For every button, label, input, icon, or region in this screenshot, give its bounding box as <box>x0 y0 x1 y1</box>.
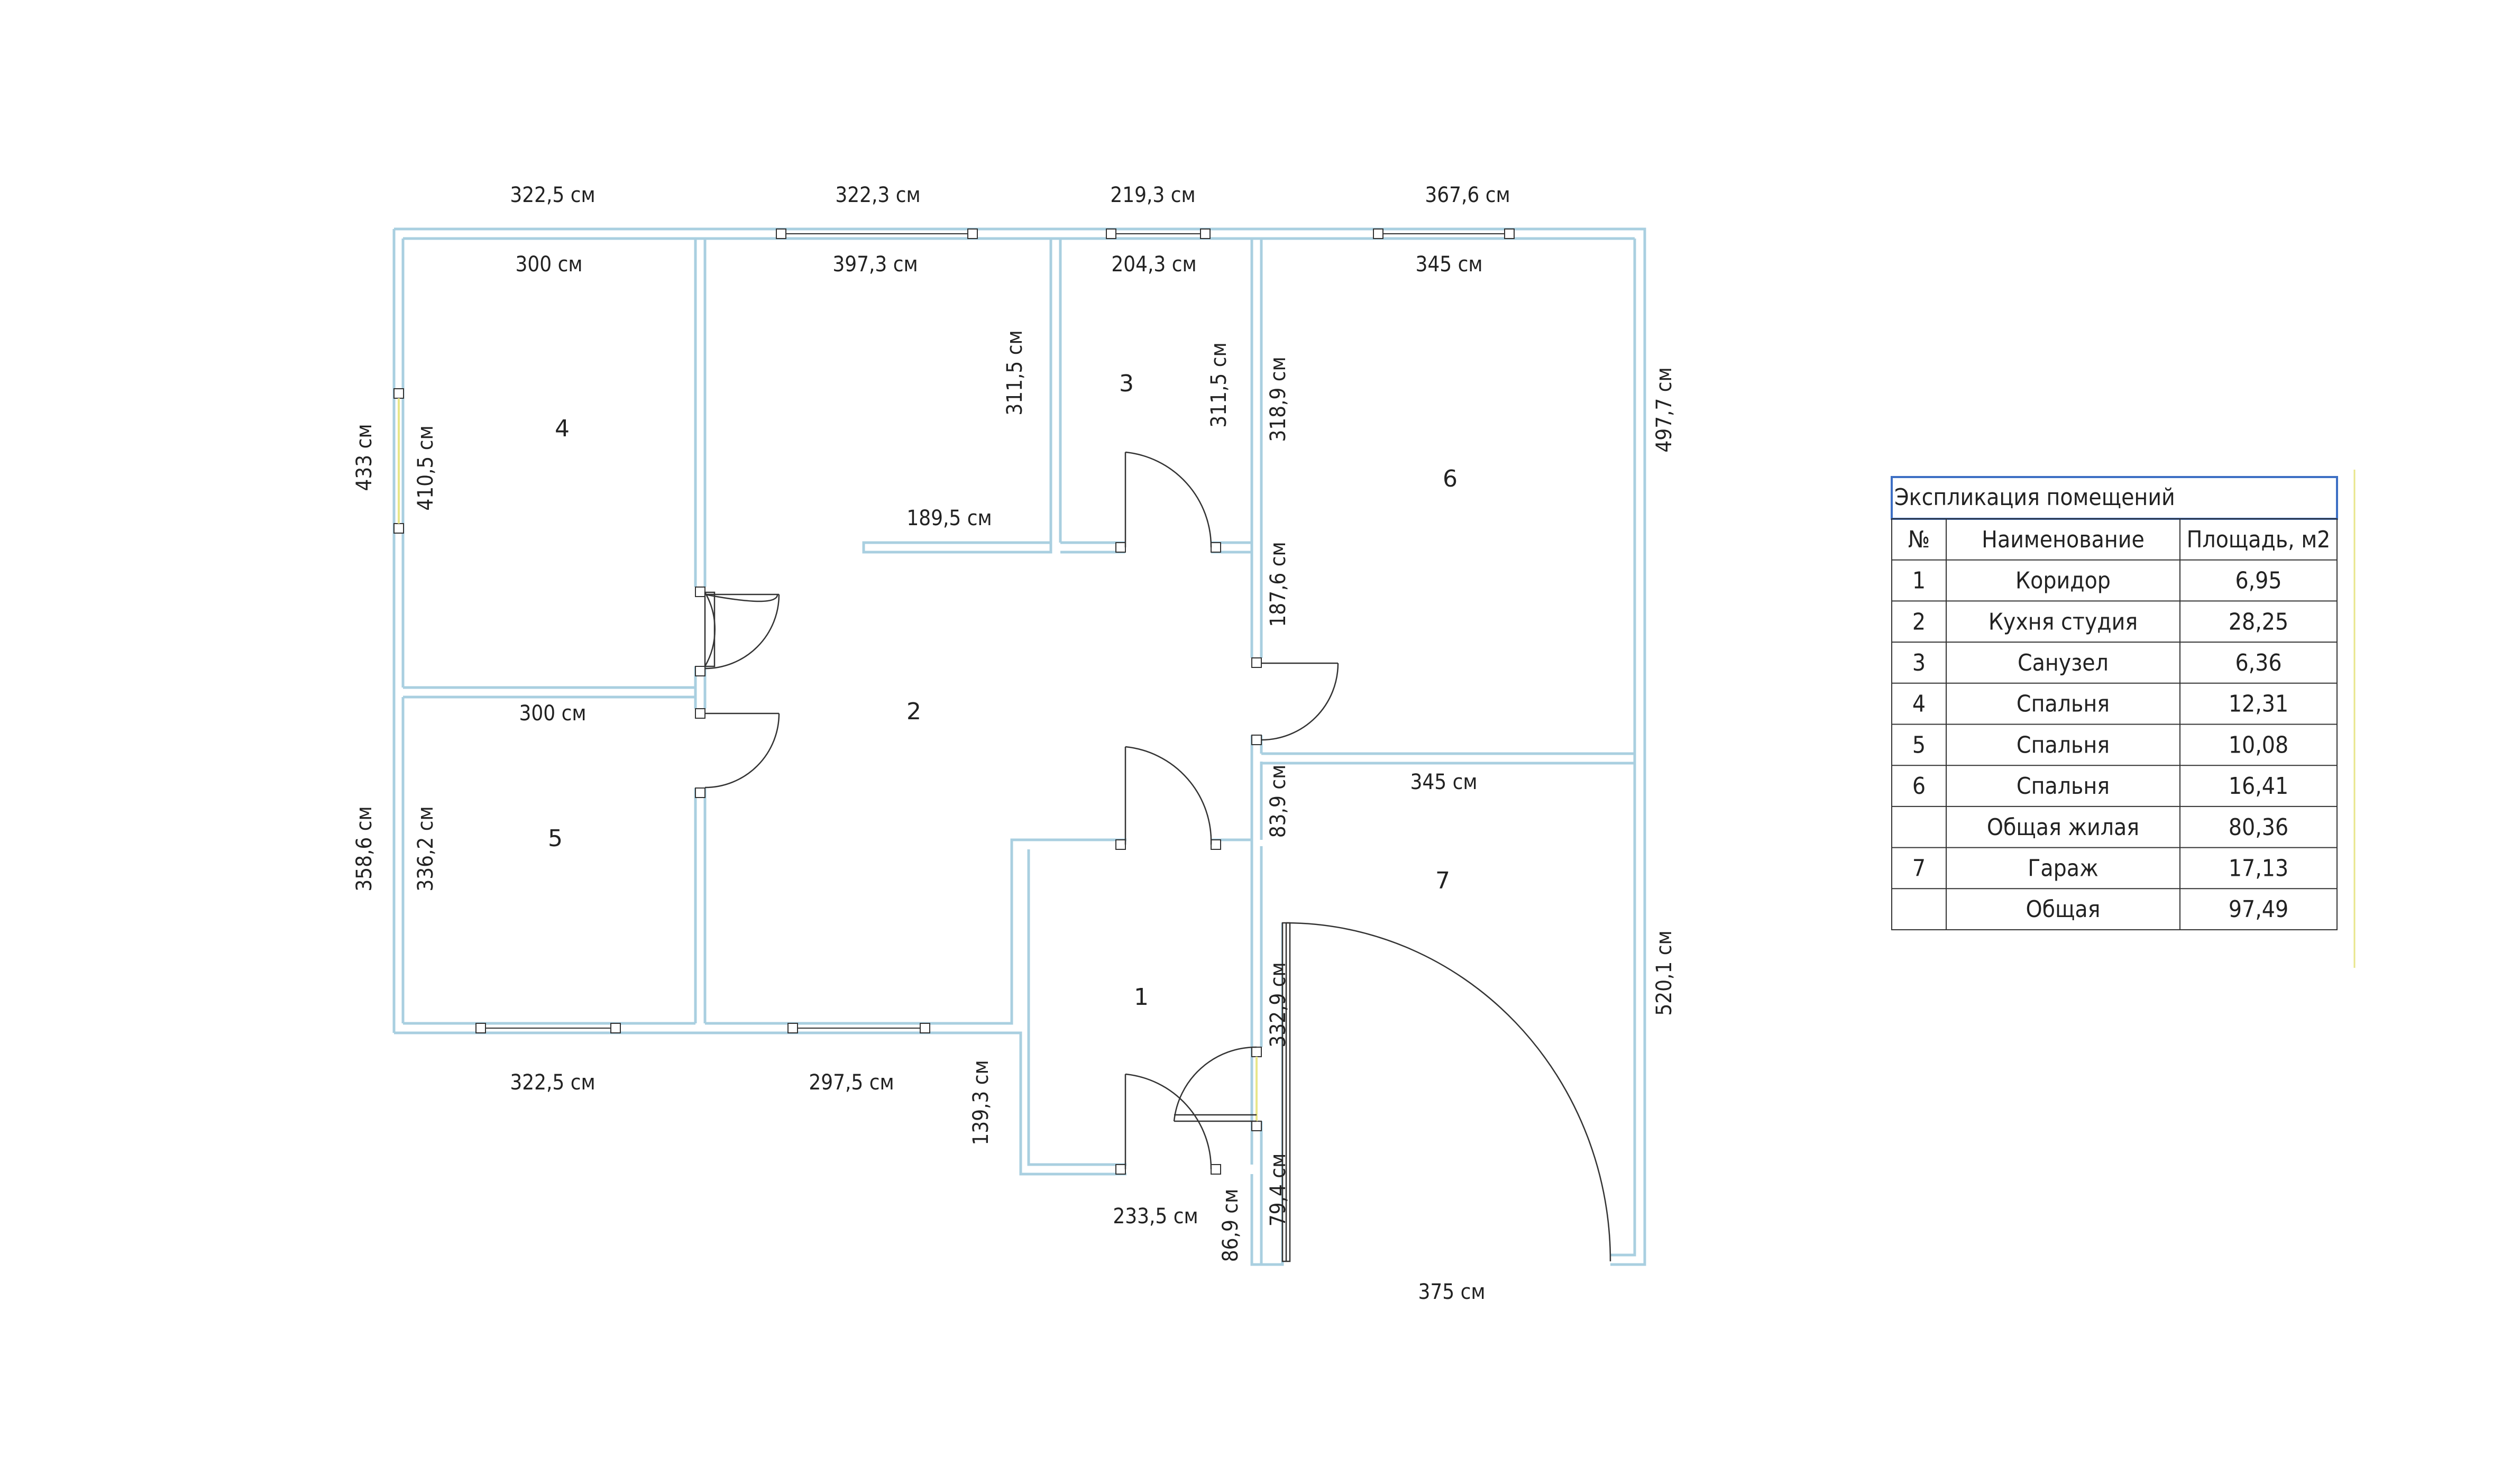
table-cell-no: 6 <box>1912 773 1926 800</box>
outer-wall-bottom <box>394 1031 1126 1176</box>
room-number-4: 4 <box>555 415 570 442</box>
table-cell-no: 3 <box>1912 649 1926 676</box>
table-cell-no: 4 <box>1912 691 1926 718</box>
dim-room3-height: 311,5 см <box>1207 342 1231 427</box>
dim-right-upper: 497,7 см <box>1652 367 1676 452</box>
dim-room5-height: 336,2 см <box>414 806 438 891</box>
table-cell-area: 6,36 <box>2235 649 2281 676</box>
table-cell-area: 6,95 <box>2235 567 2281 594</box>
room-number-7: 7 <box>1435 867 1450 894</box>
room-numbers: 1 2 3 4 5 6 7 <box>548 370 1458 1011</box>
table-grid <box>1891 518 2338 930</box>
table-cell-no: 5 <box>1912 731 1926 758</box>
table-cell-area: 16,41 <box>2229 773 2288 800</box>
dim-bottom-garage: 375 см <box>1418 1280 1485 1304</box>
room-number-6: 6 <box>1443 465 1458 492</box>
table-cell-area: 97,49 <box>2229 896 2288 923</box>
wall-3-right <box>1250 239 1263 658</box>
room-number-2: 2 <box>906 698 921 725</box>
table-cell-area: 28,25 <box>2229 608 2288 635</box>
outer-dimensions: 322,5 см 322,3 см 219,3 см 367,6 см 433 … <box>352 183 1676 1304</box>
dim-room5-width: 300 см <box>519 701 586 726</box>
table-cell-name: Коридор <box>2015 567 2111 594</box>
dim-top-3: 219,3 см <box>1110 183 1195 207</box>
dim-room7-width: 345 см <box>1410 770 1477 794</box>
table-cell-name: Кухня студия <box>1988 608 2138 635</box>
dim-left-upper: 433 см <box>352 424 377 491</box>
wall-3-left <box>1049 239 1062 543</box>
inner-wall-bottom <box>403 838 1126 1166</box>
table-title: Экспликация помещений <box>1894 484 2175 511</box>
dim-right-lower: 520,1 см <box>1652 930 1676 1015</box>
doors <box>704 451 1611 1262</box>
explication-table: Экспликация помещений № Наименование Площа… <box>1891 476 2338 930</box>
wall-garage-right <box>1610 239 1636 1257</box>
table-cell-name: Санузел <box>2018 649 2109 676</box>
table-header-area: Площадь, м2 <box>2187 526 2331 553</box>
table-cell-no: 2 <box>1912 608 1926 635</box>
table-cell-area: 10,08 <box>2229 731 2288 758</box>
table-cell-name: Спальня <box>2017 731 2110 758</box>
dim-left-lower: 358,6 см <box>352 806 377 891</box>
room-number-3: 3 <box>1119 370 1134 397</box>
dim-room4-height: 410,5 см <box>414 425 438 510</box>
table-cell-no: 7 <box>1912 855 1926 882</box>
dim-bottom-2: 297,5 см <box>809 1070 894 1095</box>
wall-1-right <box>1250 763 1284 1266</box>
dim-room6-width: 345 см <box>1415 252 1482 277</box>
wall-2-partition <box>862 541 1052 554</box>
table-cell-no: 1 <box>1912 567 1926 594</box>
table-cell-name: Общая жилая <box>1987 814 2139 841</box>
table-cell-name: Общая <box>2026 896 2101 923</box>
dim-top-2: 322,3 см <box>835 183 920 207</box>
table-header-no: № <box>1908 526 1930 553</box>
dim-room2-partition-height: 311,5 см <box>1003 330 1027 415</box>
dim-top-1: 322,5 см <box>510 183 595 207</box>
dim-room6-height-lower: 187,6 см <box>1266 542 1290 627</box>
room-number-5: 5 <box>548 825 563 852</box>
dim-stub-bottom: 86,9 см <box>1218 1189 1243 1262</box>
dim-room3-width: 204,3 см <box>1111 252 1196 277</box>
table-cell-area: 12,31 <box>2229 691 2288 718</box>
room-number-1: 1 <box>1134 984 1149 1011</box>
dim-garage-wall-upper: 83,9 см <box>1266 765 1290 838</box>
wall-6-left <box>1250 552 1263 840</box>
inner-dimensions: 300 см 410,5 см 397,3 см 311,5 см 189,5 … <box>414 252 1483 1226</box>
table-cell-name: Спальня <box>2017 773 2110 800</box>
table-cell-name: Гараж <box>2028 855 2098 882</box>
wall-3-bottom <box>1060 541 1253 554</box>
walls <box>392 227 1646 1266</box>
dim-bottom-1: 322,5 см <box>510 1070 595 1095</box>
dim-room2-partition-width: 189,5 см <box>906 506 992 530</box>
table-cell-area: 17,13 <box>2229 855 2288 882</box>
dim-garage-wall-mid: 332,9 см <box>1266 962 1290 1047</box>
dim-room2-width: 397,3 см <box>832 252 918 277</box>
dim-bottom-3: 233,5 см <box>1113 1204 1198 1229</box>
dim-top-4: 367,6 см <box>1425 183 1510 207</box>
dim-room6-height-upper: 318,9 см <box>1266 356 1290 442</box>
dim-room4-width: 300 см <box>515 252 582 277</box>
dim-garage-wall-lower: 79,4 см <box>1266 1153 1290 1226</box>
dim-vestibule-left: 139,3 см <box>969 1060 993 1145</box>
table-cells: № Наименование Площадь, м2 1 Коридор 6,95 2 Кух… <box>1908 526 2330 923</box>
table-cell-name: Спальня <box>2017 691 2110 718</box>
wall-4-right <box>694 239 707 1023</box>
table-header-name: Наименование <box>1982 526 2145 553</box>
window-lines <box>485 233 1505 1029</box>
wall-6-bottom <box>1261 752 1635 765</box>
wall-4-5 <box>403 686 695 699</box>
table-cell-area: 80,36 <box>2229 814 2288 841</box>
outer-wall-top <box>394 227 1646 1266</box>
